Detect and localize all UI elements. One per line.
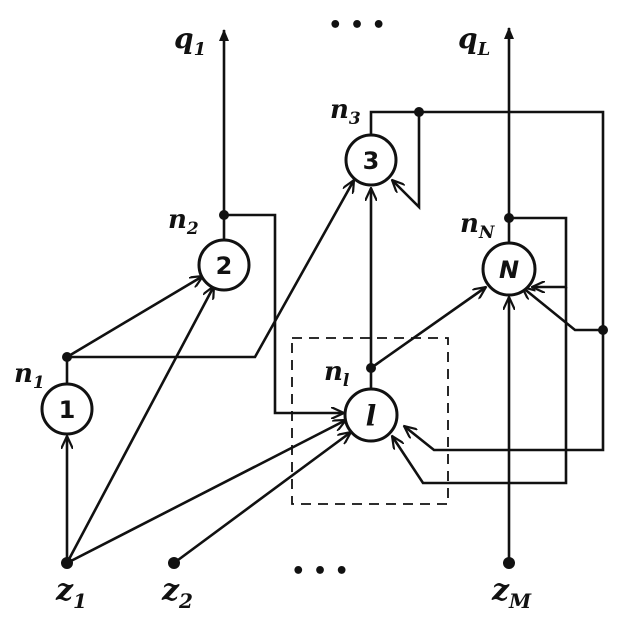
edge-rail-nN xyxy=(522,287,603,332)
edge-n1-n3 xyxy=(67,180,354,359)
label-z2: z2 xyxy=(161,573,193,613)
edge-nl-nN xyxy=(370,287,486,370)
edge-n2-nl xyxy=(224,213,344,413)
input-dot-zM xyxy=(503,557,515,569)
junction-n1 xyxy=(62,352,72,362)
node-2-label: 2 xyxy=(216,252,233,280)
edge-z1-nl xyxy=(66,420,346,565)
junction-rail xyxy=(598,325,608,335)
ellipsis-top: • • • xyxy=(328,13,386,38)
junction-n2 xyxy=(219,210,229,220)
edge-n1-n2 xyxy=(66,276,203,359)
edge-z2-nl xyxy=(173,432,351,565)
ellipsis-bottom: • • • xyxy=(291,559,349,584)
node-l-label: l xyxy=(366,400,377,433)
edge-nN-nl xyxy=(392,287,568,485)
edge-n3-rail xyxy=(404,110,605,452)
input-dot-z1 xyxy=(61,557,73,569)
node-N xyxy=(481,241,537,297)
edge-nN-self xyxy=(509,216,568,287)
junction-nl xyxy=(366,363,376,373)
node-1 xyxy=(40,382,94,436)
label-zM: zM xyxy=(491,573,532,613)
highlight-box xyxy=(291,337,449,505)
node-3 xyxy=(344,133,398,187)
node-3-label: 3 xyxy=(363,147,380,175)
label-n1: n1 xyxy=(14,359,45,393)
junction-nN xyxy=(504,213,514,223)
label-z1: z1 xyxy=(55,573,87,613)
node-l xyxy=(343,387,399,443)
label-nl: nl xyxy=(324,357,350,391)
label-qL: qL xyxy=(458,22,490,60)
label-q1: q1 xyxy=(174,22,206,60)
input-dot-z2 xyxy=(168,557,180,569)
label-n3: n3 xyxy=(330,95,361,129)
node-1-label: 1 xyxy=(59,396,76,424)
node-2 xyxy=(197,238,251,292)
junction-n3 xyxy=(414,107,424,117)
edge-z1-n2 xyxy=(65,286,214,564)
label-nN: nN xyxy=(460,209,496,243)
node-N-label: N xyxy=(499,256,519,284)
label-n2: n2 xyxy=(168,205,199,239)
